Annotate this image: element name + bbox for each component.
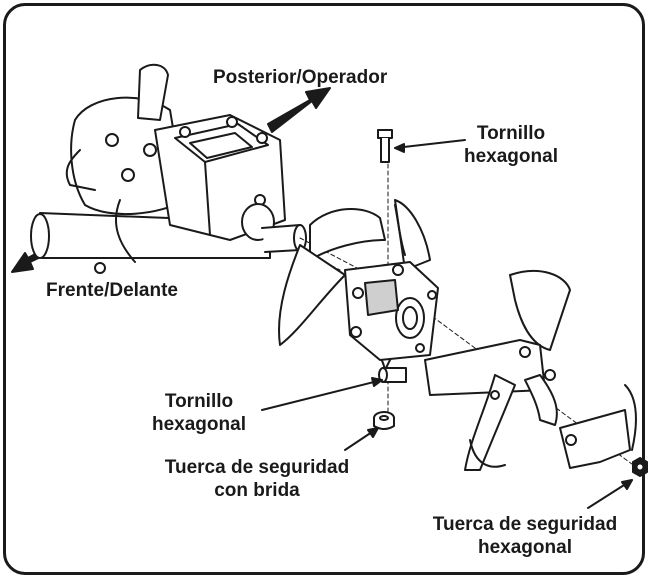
hex-lock-nut-label-line1: Tuerca de seguridad bbox=[432, 514, 618, 535]
hex-bolt-top-icon bbox=[377, 129, 393, 163]
hex-lock-nut-arrowhead bbox=[621, 479, 633, 490]
hex-bolt-top-leader bbox=[394, 139, 466, 149]
flange-nut-label-line2: con brida bbox=[214, 480, 300, 501]
hex-bolt-top-arrowhead bbox=[394, 143, 405, 153]
flange-nut-arrowhead bbox=[367, 427, 379, 438]
hex-bolt-left-label-line1: Tornillo bbox=[164, 391, 234, 412]
flange-nut-label-line1: Tuerca de seguridad bbox=[164, 457, 350, 478]
hex-bolt-left-leader bbox=[261, 379, 383, 411]
hex-bolt-top-label-line1: Tornillo bbox=[476, 123, 546, 144]
rear-arrow-icon bbox=[267, 87, 331, 133]
flange-nut-icon bbox=[373, 411, 395, 430]
hex-bolt-top-label-line2: hexagonal bbox=[464, 146, 558, 167]
hex-bolt-left-label: Tornillo hexagonal bbox=[140, 390, 258, 436]
outer-blade bbox=[559, 384, 637, 469]
hex-bolt-top-label: Tornillo hexagonal bbox=[452, 122, 570, 168]
flange-nut-label: Tuerca de seguridad con brida bbox=[148, 456, 366, 502]
hex-bolt-left-label-line2: hexagonal bbox=[152, 414, 246, 435]
front-label: Frente/Delante bbox=[46, 280, 178, 301]
middle-tine-assembly bbox=[278, 199, 439, 371]
hex-bolt-left-arrowhead bbox=[371, 377, 383, 387]
rear-operator-label: Posterior/Operador bbox=[213, 67, 388, 88]
transmission-housing bbox=[154, 114, 307, 253]
hex-lock-nut-label: Tuerca de seguridad hexagonal bbox=[416, 513, 634, 559]
hex-bolt-left-icon bbox=[378, 367, 407, 383]
right-tine-assembly bbox=[424, 270, 571, 471]
left-tine-cluster bbox=[65, 63, 186, 263]
hex-lock-nut-icon bbox=[632, 457, 648, 477]
hex-lock-nut-label-line2: hexagonal bbox=[478, 537, 572, 558]
